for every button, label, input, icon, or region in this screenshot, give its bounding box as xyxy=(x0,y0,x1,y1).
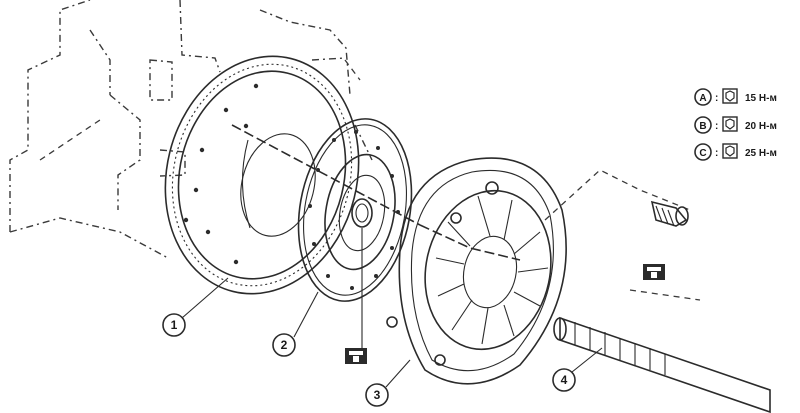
grease-application-icon-shaft xyxy=(643,264,665,280)
diaphragm-spring-fingers xyxy=(435,195,549,345)
clutch-disc-hub xyxy=(351,198,373,228)
torque-sep-c: : xyxy=(715,148,718,159)
torque-wrench-icon xyxy=(722,116,738,132)
callout-pressure-plate: 3 xyxy=(365,359,411,407)
torque-value-c: 25 Н-м xyxy=(745,148,777,159)
input-shaft-splines xyxy=(574,322,666,375)
pressure-plate-bolt xyxy=(650,200,689,227)
torque-letter-a: A xyxy=(699,93,706,104)
callout-number-1: 1 xyxy=(171,318,178,332)
engine-block-outline xyxy=(9,0,373,259)
clutch-disc-rivets xyxy=(308,130,400,290)
torque-legend-row-a: A : 15 Н-м xyxy=(694,88,777,106)
grease-application-icon xyxy=(345,348,367,364)
pressure-plate xyxy=(386,157,567,385)
torque-legend-row-c: C : 25 Н-м xyxy=(694,143,777,161)
callout-number-3: 3 xyxy=(374,388,381,402)
callout-number-2: 2 xyxy=(281,338,288,352)
callout-flywheel: 1 xyxy=(162,277,229,337)
callout-number-4: 4 xyxy=(561,373,568,387)
torque-wrench-icon xyxy=(722,88,738,104)
callout-input-shaft: 4 xyxy=(552,347,603,392)
torque-legend: A : 15 Н-м B : 20 Н-м C : xyxy=(694,88,777,161)
clutch-disc xyxy=(297,118,413,302)
torque-value-b: 20 Н-м xyxy=(745,121,777,132)
callout-clutch-disc: 2 xyxy=(272,291,319,357)
torque-sep-a: : xyxy=(715,93,718,104)
torque-wrench-icon xyxy=(722,143,738,159)
torque-letter-b: B xyxy=(699,121,706,132)
pressure-plate-mount-lugs xyxy=(386,181,499,366)
flywheel xyxy=(164,55,360,295)
torque-value-a: 15 Н-м xyxy=(745,93,777,104)
flywheel-bolt-holes xyxy=(183,83,259,265)
input-shaft xyxy=(553,289,771,413)
torque-sep-b: : xyxy=(715,121,718,132)
torque-legend-row-b: B : 20 Н-м xyxy=(694,116,777,134)
torque-letter-c: C xyxy=(699,148,706,159)
